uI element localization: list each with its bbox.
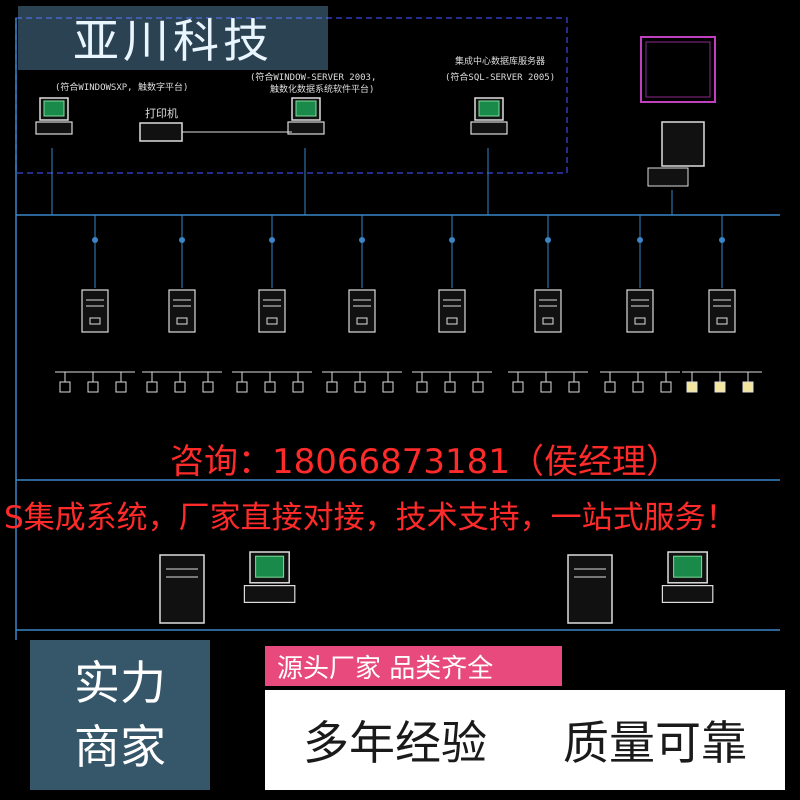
field-device-icon bbox=[540, 381, 552, 393]
lower-left-pc-icon-screen bbox=[255, 555, 285, 578]
server-tower-icon bbox=[81, 289, 109, 333]
server-button bbox=[542, 317, 554, 325]
badge-line-2: 商家 bbox=[74, 720, 166, 774]
strength-badge: 实力 商家 bbox=[30, 640, 210, 790]
field-device-icon bbox=[382, 381, 394, 393]
quality-banner: 多年经验 质量可靠 bbox=[265, 690, 785, 790]
server-tower-icon bbox=[708, 289, 736, 333]
app-server-pc-icon-base bbox=[287, 121, 325, 135]
node-connector bbox=[179, 237, 185, 243]
field-device-icon bbox=[146, 381, 158, 393]
server-button bbox=[446, 317, 458, 325]
lower-right-pc-icon-base bbox=[661, 584, 714, 603]
field-device-icon bbox=[354, 381, 366, 393]
field-device-icon bbox=[632, 381, 644, 393]
source-factory-banner: 源头厂家 品类齐全 bbox=[265, 646, 562, 686]
db-server-pc-icon-base bbox=[470, 121, 508, 135]
field-device-icon bbox=[604, 381, 616, 393]
field-device-icon bbox=[264, 381, 276, 393]
lower-left-pc-icon-base bbox=[243, 584, 296, 603]
node-connector bbox=[637, 237, 643, 243]
server-button bbox=[89, 317, 101, 325]
caption-db-server: (符合SQL-SERVER 2005) bbox=[445, 73, 556, 83]
display-screen-frame bbox=[640, 36, 716, 103]
field-device-icon bbox=[292, 381, 304, 393]
field-device-icon bbox=[416, 381, 428, 393]
server-button bbox=[266, 317, 278, 325]
quality-text: 质量可靠 bbox=[563, 716, 747, 770]
field-device-icon bbox=[742, 381, 754, 393]
field-device-icon bbox=[326, 381, 338, 393]
node-connector bbox=[719, 237, 725, 243]
field-device-icon bbox=[174, 381, 186, 393]
printer-icon bbox=[139, 122, 183, 142]
server-tower-icon bbox=[626, 289, 654, 333]
printer-label: 打印机 bbox=[145, 107, 178, 120]
workstations bbox=[35, 97, 714, 624]
field-device-icon bbox=[568, 381, 580, 393]
server-tower-icon bbox=[567, 554, 613, 624]
workstation-pc-icon-screen bbox=[43, 100, 65, 117]
server-button bbox=[356, 317, 368, 325]
field-device-icon bbox=[444, 381, 456, 393]
keyboard-icon bbox=[647, 167, 689, 187]
experience-text: 多年经验 bbox=[303, 716, 487, 770]
contact-promo: 咨询：18066873181（侯经理） bbox=[170, 442, 680, 482]
display-screen-inner bbox=[645, 41, 711, 98]
server-button bbox=[634, 317, 646, 325]
subsystem-nodes bbox=[55, 215, 762, 393]
lower-right-pc-icon-screen bbox=[673, 555, 703, 578]
node-connector bbox=[545, 237, 551, 243]
service-promo: S集成系统，厂家直接对接，技术支持，一站式服务！ bbox=[4, 500, 737, 536]
field-device-icon bbox=[236, 381, 248, 393]
caption-db-server-title: 集成中心数据库服务器 bbox=[455, 57, 546, 67]
field-device-icon bbox=[115, 381, 127, 393]
server-button bbox=[176, 317, 188, 325]
server-tower-icon bbox=[168, 289, 196, 333]
server-tower-icon bbox=[534, 289, 562, 333]
workstation-pc-icon-base bbox=[35, 121, 73, 135]
node-connector bbox=[92, 237, 98, 243]
field-device-icon bbox=[512, 381, 524, 393]
field-device-icon bbox=[714, 381, 726, 393]
field-device-icon bbox=[202, 381, 214, 393]
server-tower-icon bbox=[438, 289, 466, 333]
field-device-icon bbox=[472, 381, 484, 393]
server-tower-icon bbox=[258, 289, 286, 333]
badge-line-1: 实力 bbox=[74, 656, 166, 710]
caption-app-server-2: 触数化数据系统软件平台) bbox=[270, 85, 375, 95]
db-server-pc-icon-screen bbox=[478, 100, 500, 117]
brand-watermark: 亚川科技 bbox=[18, 6, 328, 70]
field-device-icon bbox=[87, 381, 99, 393]
field-device-icon bbox=[59, 381, 71, 393]
field-device-icon bbox=[686, 381, 698, 393]
caption-workstation: (符合WINDOWSXP, 触数字平台) bbox=[55, 83, 189, 93]
node-connector bbox=[359, 237, 365, 243]
caption-app-server-1: (符合WINDOW-SERVER 2003, bbox=[250, 73, 377, 83]
server-tower-icon bbox=[348, 289, 376, 333]
node-connector bbox=[449, 237, 455, 243]
app-server-pc-icon-screen bbox=[295, 100, 317, 117]
node-connector bbox=[269, 237, 275, 243]
server-tower-icon bbox=[159, 554, 205, 624]
terminal-icon bbox=[661, 121, 705, 167]
field-device-icon bbox=[660, 381, 672, 393]
server-button bbox=[716, 317, 728, 325]
